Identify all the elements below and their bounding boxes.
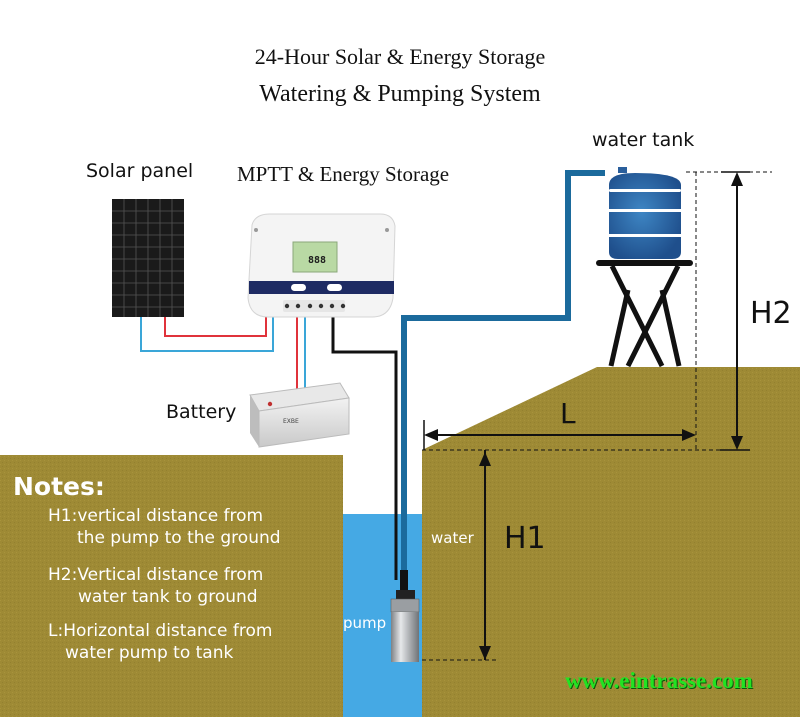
solar-panel-icon <box>112 199 184 317</box>
ground-left <box>0 455 343 717</box>
note-l-line2: water pump to tank <box>65 643 234 663</box>
water-pipe <box>401 170 605 590</box>
pump-icon <box>390 570 420 662</box>
l-label: L <box>560 397 576 430</box>
water-tank-icon <box>596 167 693 368</box>
solar-panel-label: Solar panel <box>86 160 194 182</box>
dimension-arrowheads <box>424 172 743 660</box>
note-h1-line2: the pump to the ground <box>77 528 281 548</box>
h1-label: H1 <box>504 521 546 556</box>
battery-label: Battery <box>166 401 237 423</box>
wiring <box>140 315 398 580</box>
note-l-line1: L:Horizontal distance from <box>48 621 273 641</box>
svg-text:888: 888 <box>308 255 326 266</box>
note-h2-line1: H2:Vertical distance from <box>48 565 264 585</box>
notes-heading: Notes: <box>13 472 105 501</box>
pump-label: pump <box>343 614 387 632</box>
note-h2-line2: water tank to ground <box>78 587 258 607</box>
mppt-controller-icon: 888 <box>247 213 396 318</box>
svg-text:EXBE: EXBE <box>283 418 299 425</box>
water-tank-label: water tank <box>592 129 695 151</box>
website-watermark: www.eintrasse.com <box>565 668 753 693</box>
controller-label: MPTT & Energy Storage <box>237 162 450 186</box>
note-h1-line1: H1:vertical distance from <box>48 506 264 526</box>
title-line-2: Watering & Pumping System <box>259 81 541 107</box>
dimension-lines <box>422 171 772 661</box>
title-line-1: 24-Hour Solar & Energy Storage <box>254 44 546 69</box>
battery-icon: EXBE <box>249 382 350 448</box>
h2-label: H2 <box>750 296 792 331</box>
water-label: water <box>431 529 474 547</box>
ground-right <box>422 367 800 717</box>
